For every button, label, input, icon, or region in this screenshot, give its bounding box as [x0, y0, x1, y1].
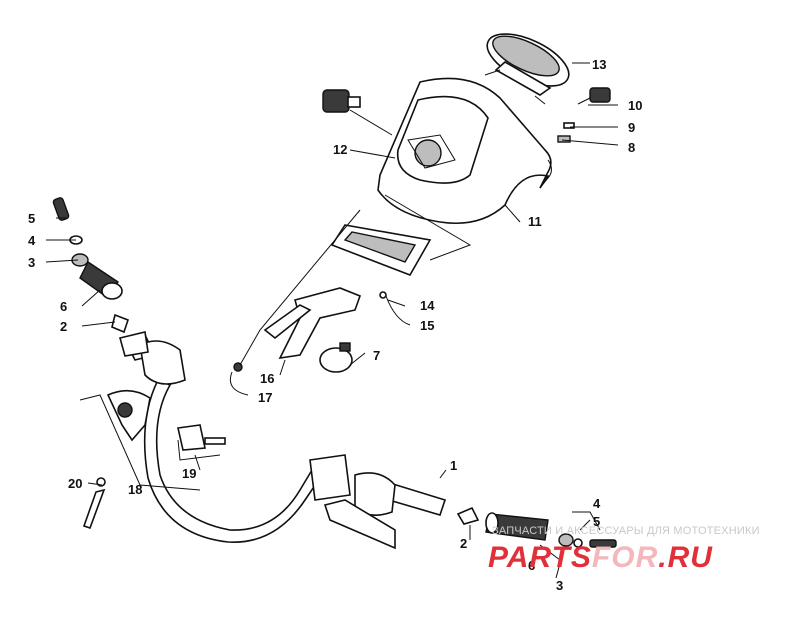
callout-16: 16	[260, 371, 274, 386]
callout-5-left: 5	[28, 211, 35, 226]
callout-14: 14	[420, 298, 435, 313]
callout-7: 7	[373, 348, 380, 363]
kill-switch	[319, 342, 353, 373]
ignition-key-switch	[557, 87, 611, 143]
callout-3-left: 3	[28, 255, 35, 270]
callout-6-left: 6	[60, 299, 67, 314]
leader-lines	[45, 62, 619, 579]
callout-4-right: 4	[593, 496, 601, 511]
callout-13: 13	[592, 57, 606, 72]
callout-1: 1	[450, 458, 457, 473]
callout-20: 20	[68, 476, 82, 491]
callout-17: 17	[258, 390, 272, 405]
callout-19: 19	[182, 466, 196, 481]
watermark-logo-part3: .RU	[658, 541, 713, 574]
callout-4-left: 4	[28, 233, 36, 248]
light-switch	[322, 89, 456, 169]
watermark-logo: PARTSFOR.RU	[488, 541, 713, 574]
instrument-pod-housing	[377, 77, 552, 225]
mounting-bracket	[233, 224, 432, 372]
right-control-housing	[309, 454, 396, 550]
callout-5-right: 5	[593, 514, 600, 529]
handlebar	[143, 378, 447, 543]
cable-end-part	[82, 477, 106, 530]
callout-9: 9	[628, 120, 635, 135]
speedometer-gauge	[484, 33, 570, 105]
callout-labels: 13 10 9 8 12 11 14 15 7 16 17 5 4 3 6 2 …	[28, 57, 642, 593]
watermark-logo-part1: PARTS	[488, 541, 592, 574]
callout-3-right: 3	[556, 578, 563, 593]
callout-2-left: 2	[60, 319, 67, 334]
callout-18: 18	[128, 482, 142, 497]
callout-2-right: 2	[460, 536, 467, 551]
watermark-logo-part2: FOR	[592, 541, 658, 574]
callout-8: 8	[628, 140, 635, 155]
watermark: ЗАПЧАСТИ И АКСЕССУАРЫ ДЛЯ МОТОТЕХНИКИ PA…	[488, 525, 760, 574]
watermark-tagline: ЗАПЧАСТИ И АКСЕССУАРЫ ДЛЯ МОТОТЕХНИКИ	[492, 525, 760, 537]
callout-15: 15	[420, 318, 434, 333]
callout-6-right: 6	[528, 558, 535, 573]
left-grip-assembly	[52, 197, 149, 357]
callout-10: 10	[628, 98, 642, 113]
callout-11: 11	[528, 214, 542, 229]
callout-12: 12	[333, 142, 347, 157]
right-grip-assembly	[456, 506, 617, 548]
